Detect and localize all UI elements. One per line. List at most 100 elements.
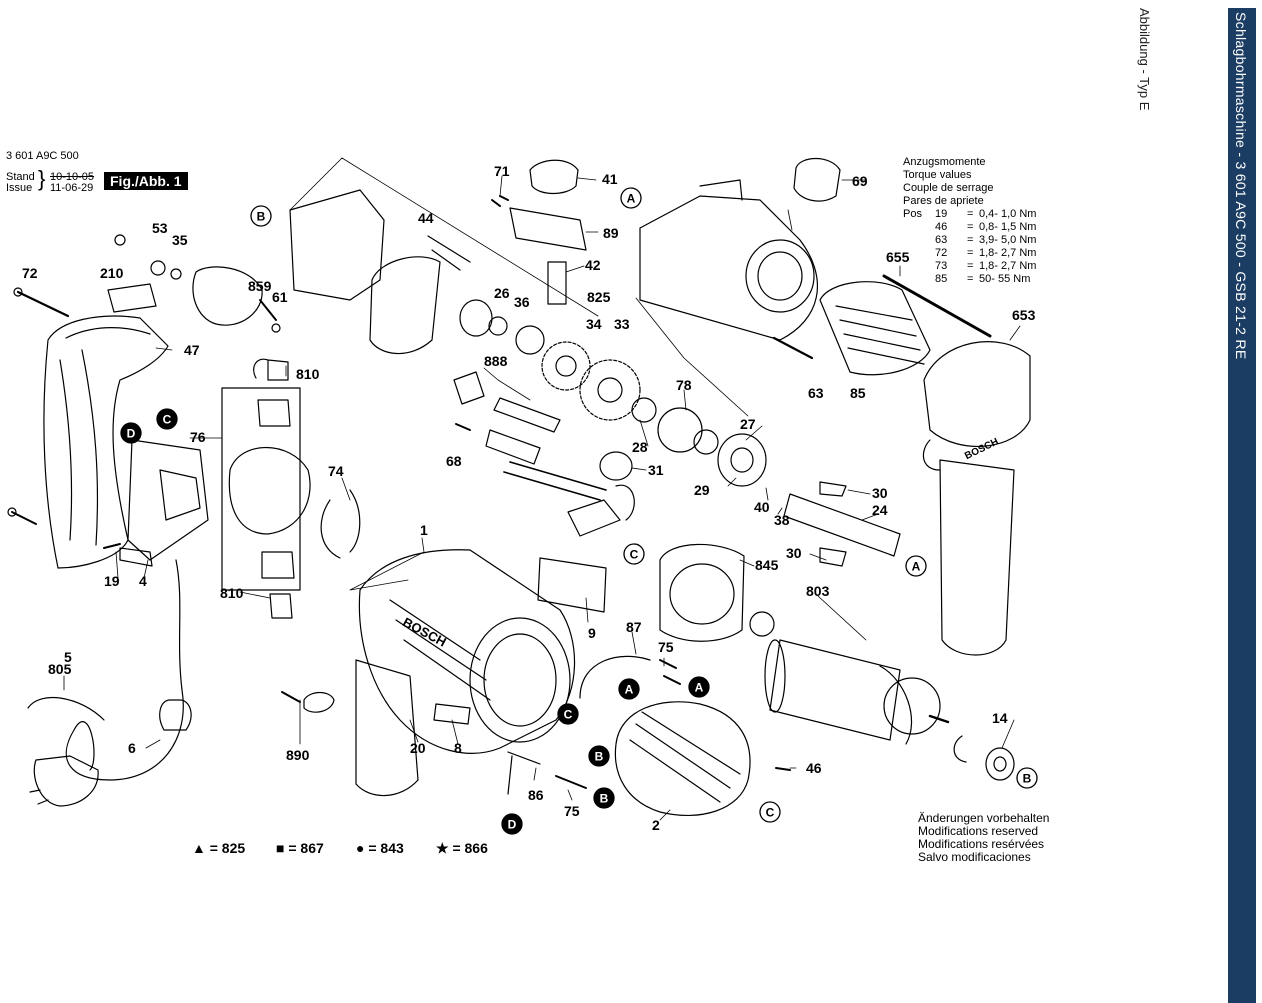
auxiliary-handle-clamp: [923, 341, 1031, 448]
circle-callout-ring: [593, 787, 615, 809]
part-label: 85: [850, 385, 866, 401]
part-label: 89: [603, 225, 619, 241]
part-label: 26: [494, 285, 510, 301]
stand-date: 10-10-05: [50, 171, 95, 183]
torque-cell-num: 63: [935, 234, 948, 246]
torque-cell-val: 0,8- 1,5 Nm: [979, 221, 1037, 233]
circle-callout: A: [618, 678, 640, 700]
torque-cell-val: 0,4- 1,0 Nm: [979, 208, 1037, 220]
circle-callout-ring: [623, 543, 645, 565]
stator: [614, 701, 751, 816]
part-label: 72: [22, 265, 38, 281]
circle-callout-letter: B: [1023, 772, 1032, 786]
circle-callout-letter: A: [627, 192, 636, 206]
part-label: 1: [420, 522, 428, 538]
issue-date: 11-06-29: [50, 182, 94, 194]
torque-cell-val: 50- 55 Nm: [979, 273, 1031, 285]
circle-callout-ring: [1016, 767, 1038, 789]
note-es: Salvo modificaciones: [918, 850, 1031, 864]
part-label: 68: [446, 453, 462, 469]
part-label: 69: [852, 173, 868, 189]
part-label: 30: [872, 485, 888, 501]
torque-row: 63=3,9- 5,0 Nm: [903, 234, 1049, 247]
torque-row: 85=50- 55 Nm: [903, 273, 1049, 286]
legend-item: ■ = 867: [276, 840, 324, 856]
gear-34: [541, 341, 591, 391]
note-de: Änderungen vorbehalten: [918, 811, 1050, 825]
part-label: 655: [886, 249, 910, 265]
part-label: 86: [528, 787, 544, 803]
figure-caption: Abbildung - Typ E: [1137, 8, 1152, 111]
power-cable: [65, 559, 184, 781]
circle-callout-ring: [759, 801, 781, 823]
torque-cell-val: 1,8- 2,7 Nm: [979, 260, 1037, 272]
part-label: 6: [128, 740, 136, 756]
torque-cell-eq: =: [967, 260, 974, 272]
torque-cell-val: 3,9- 5,0 Nm: [979, 234, 1037, 246]
fan-guide: [659, 543, 745, 642]
torque-cell-num: 46: [935, 221, 948, 233]
part-label: 859: [248, 278, 272, 294]
part-label: 845: [755, 557, 779, 573]
switch-unit: [127, 439, 209, 561]
part-label: 75: [658, 639, 674, 655]
circle-callout: D: [120, 422, 142, 444]
part-label: 75: [564, 803, 580, 819]
part-label: 38: [774, 512, 790, 528]
legend-item: ★ = 866: [436, 840, 488, 856]
circle-callout: B: [1016, 767, 1038, 789]
gear-housing: [639, 195, 818, 341]
brand-mark-handle: BOSCH: [963, 436, 1000, 462]
part-label: 28: [632, 439, 648, 455]
part-label: 803: [806, 583, 830, 599]
armature: [769, 639, 901, 741]
circle-callout-ring: [688, 676, 710, 698]
torque-cell-pos: [903, 221, 935, 234]
circle-callout-letter: C: [630, 548, 639, 562]
torque-title-de: Anzugsmomente: [903, 156, 986, 168]
spring-ring: [320, 489, 361, 559]
gear-33: [579, 359, 641, 421]
circle-callout-letter: A: [695, 681, 704, 695]
note-fr: Modifications resérvées: [918, 837, 1045, 851]
stand-label: Stand: [6, 171, 35, 183]
circle-callout-letter: D: [127, 427, 136, 441]
part-label: 29: [694, 482, 710, 498]
depth-rod: [882, 274, 992, 338]
part-label: 653: [1012, 307, 1036, 323]
part-label: 825: [587, 289, 611, 305]
torque-cell-eq: =: [967, 221, 974, 233]
torque-row: 73 = 1,8- 2,7 Nm: [903, 260, 1049, 273]
part-label: 9: [588, 625, 596, 641]
circle-callout-letter: C: [564, 708, 573, 722]
part-label: 33: [614, 316, 630, 332]
torque-row: 72=1,8- 2,7 Nm: [903, 247, 1049, 260]
circle-callout: C: [557, 703, 579, 725]
circle-callout: B: [593, 787, 615, 809]
part-label: 8: [454, 740, 462, 756]
torque-cell-num: 19: [935, 208, 948, 220]
part-label: 87: [626, 619, 642, 635]
torque-cell-num: 73: [935, 260, 948, 272]
torque-cell-pos: [903, 273, 935, 286]
part-label: 19: [104, 573, 120, 589]
mains-plug: [33, 755, 99, 807]
motor-housing-rear: [289, 189, 385, 301]
torque-cell-eq: =: [967, 247, 974, 259]
circle-callout-ring: [120, 422, 142, 444]
circle-callout: A: [905, 555, 927, 577]
auxiliary-handle-grip: [939, 459, 1015, 656]
circle-callout-letter: B: [595, 750, 604, 764]
torque-cell-num: 85: [935, 273, 948, 285]
part-label: 78: [676, 377, 692, 393]
part-label: 890: [286, 747, 310, 763]
circle-callout-ring: [905, 555, 927, 577]
circle-callout-letter: C: [163, 413, 172, 427]
part-label: 31: [648, 462, 664, 478]
motor-housing: [358, 549, 576, 754]
handle-cover: [355, 659, 419, 797]
